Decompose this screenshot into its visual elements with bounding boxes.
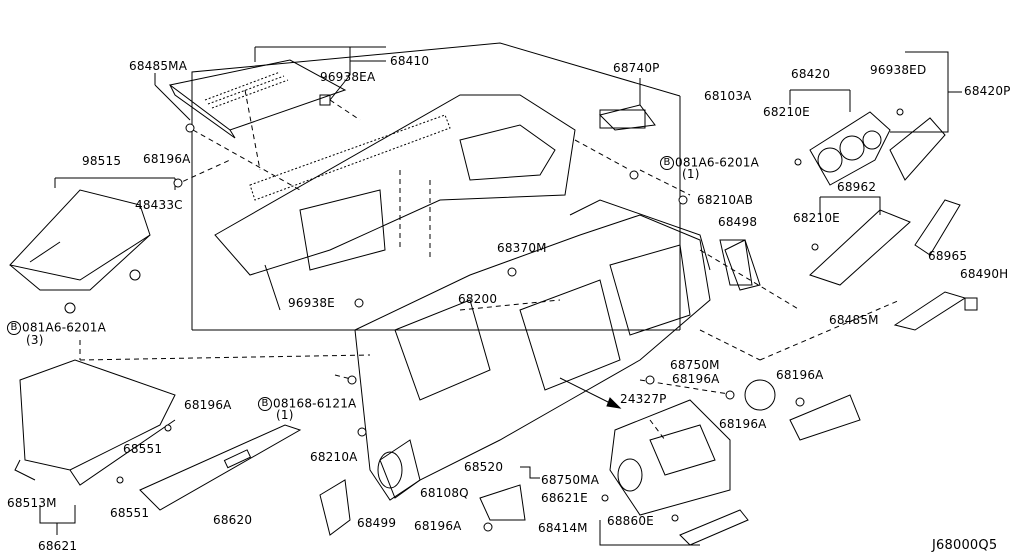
dash-top-panel-68103A <box>214 94 646 311</box>
bolt-circle-icon: B <box>7 321 21 335</box>
part-label: 48433C <box>135 198 183 212</box>
clip-icon <box>507 267 517 277</box>
part-label: 68551 <box>123 442 163 456</box>
part-label: 68210E <box>763 105 810 119</box>
arrow-head <box>606 397 622 409</box>
screw-icon <box>725 390 735 400</box>
part-label: 68750MA <box>541 473 600 487</box>
part-label: 68210A <box>310 450 358 464</box>
part-label: 68200 <box>458 292 498 306</box>
part-label: 68490H <box>960 267 1009 281</box>
right-trim <box>789 394 861 441</box>
part-label: 68410 <box>390 54 430 68</box>
clip-icon <box>794 158 802 166</box>
part-label: 68196A <box>414 519 462 533</box>
screw-icon <box>795 397 805 407</box>
part-label: 68196A <box>184 398 232 412</box>
part-label: 68485MA <box>129 59 188 73</box>
bolt-icon <box>357 427 367 437</box>
clip-icon <box>678 195 688 205</box>
vent-68740P <box>599 104 656 131</box>
part-label: 68108Q <box>420 486 469 500</box>
diagram-code: J68000Q5 <box>932 538 998 553</box>
glove-lid-68620 <box>139 424 302 511</box>
leader-lines <box>39 42 962 546</box>
passenger-cover-98515 <box>9 189 151 314</box>
panel-68499 <box>319 479 351 536</box>
part-label: 68621 <box>38 539 78 553</box>
part-label: 68520 <box>464 460 504 474</box>
part-label: 68414M <box>538 521 588 535</box>
part-label: 68750M <box>670 358 720 372</box>
bolt-circle-icon: B <box>660 156 674 170</box>
cluster-lid-68420 <box>809 111 946 186</box>
bolt-icon <box>347 375 357 385</box>
part-label: 68370M <box>497 241 547 255</box>
bolt-icon <box>629 170 639 180</box>
part-label: 68420 <box>791 67 831 81</box>
part-qty: (1) <box>276 408 294 422</box>
part-label: 68621E <box>541 491 588 505</box>
part-label: 68962 <box>837 180 877 194</box>
bracket-68108Q <box>479 484 526 521</box>
side-panels <box>809 199 978 331</box>
part-qty: (3) <box>26 333 44 347</box>
clip-icon <box>601 494 609 502</box>
part-label: 68513M <box>7 496 57 510</box>
part-qty: (1) <box>682 167 700 181</box>
part-label: 68498 <box>718 215 758 229</box>
part-label: 24327P <box>620 392 667 406</box>
part-label: 68210AB <box>697 193 754 207</box>
clip-icon <box>671 514 679 522</box>
part-label: 68196A <box>776 368 824 382</box>
bolt-circle-icon: B <box>258 397 272 411</box>
part-label: 68196A <box>719 417 767 431</box>
part-label: 68103A <box>704 89 752 103</box>
clip-icon <box>164 424 172 432</box>
part-label: 68196A <box>672 372 720 386</box>
instrument-panel-frame-68200 <box>354 199 753 501</box>
part-label: 68860E <box>607 514 654 528</box>
strip-68860E <box>679 509 749 546</box>
part-label: 96938ED <box>870 63 927 77</box>
part-label: 68620 <box>213 513 253 527</box>
bracket-68498 <box>724 239 761 291</box>
clip-icon <box>185 123 195 133</box>
part-label: 68196A <box>143 152 191 166</box>
clip-icon <box>354 298 364 308</box>
part-label: 68210E <box>793 211 840 225</box>
part-label: 98515 <box>82 154 122 168</box>
clip-icon <box>896 108 904 116</box>
clip-icon <box>811 243 819 251</box>
clip-icon <box>173 178 183 188</box>
upper-cover-68410 <box>168 59 347 139</box>
dashed-reference-lines <box>79 89 901 441</box>
clip-icon <box>116 476 124 484</box>
part-label: 68551 <box>110 506 150 520</box>
part-label: 68740P <box>613 61 660 75</box>
part-label: 68499 <box>357 516 397 530</box>
glove-box-68513M <box>14 359 176 486</box>
center-bezel-68414M <box>609 399 731 516</box>
part-label: 68965 <box>928 249 968 263</box>
vent-68750M <box>744 379 776 411</box>
part-label: 68485M <box>829 313 879 327</box>
screw-icon <box>483 522 493 532</box>
part-label: 96938EA <box>320 70 376 84</box>
screw-icon <box>645 375 655 385</box>
part-label: 96938E <box>288 296 335 310</box>
part-label: 68420P <box>964 84 1011 98</box>
